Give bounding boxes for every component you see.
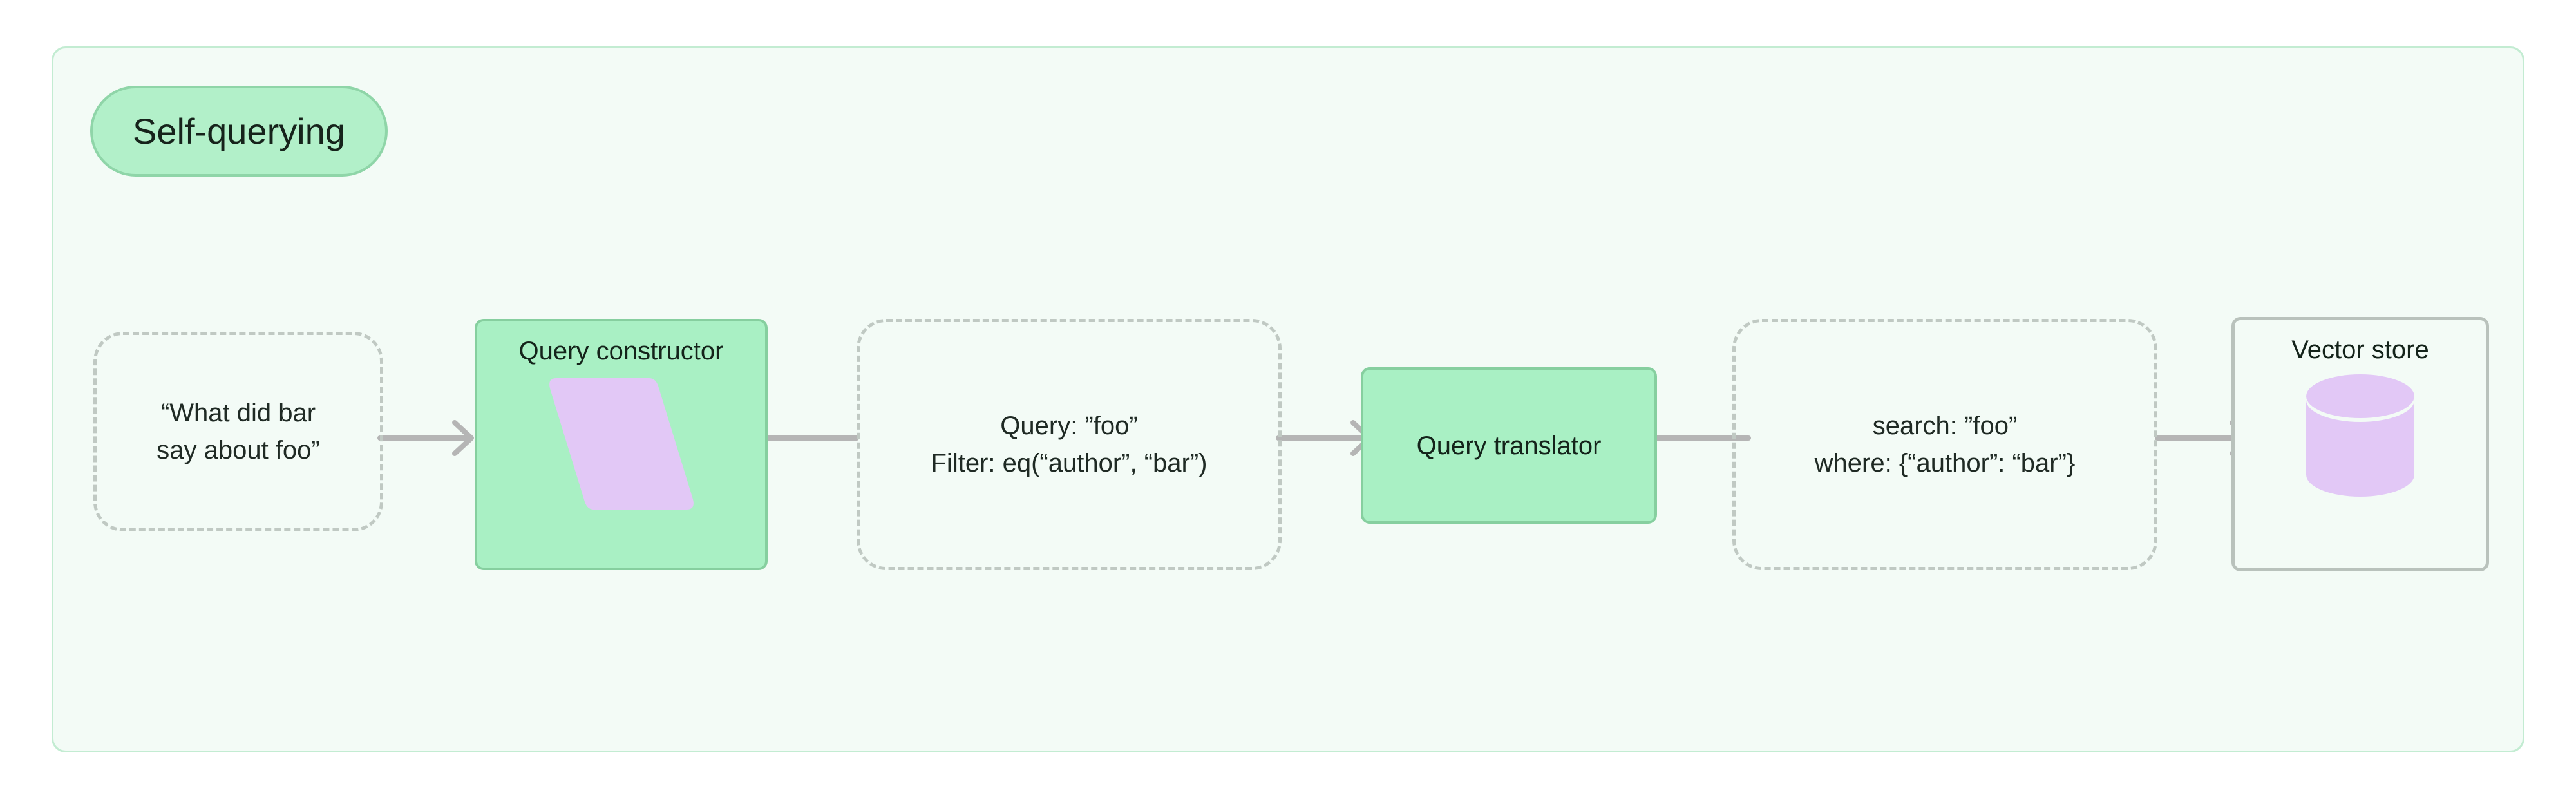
node-structured-query-line2: Filter: eq(“author”, “bar”) <box>931 449 1208 477</box>
node-query-translator-title: Query translator <box>1416 431 1602 460</box>
subgraph-title-badge: Self-querying <box>90 86 388 177</box>
node-vector-store-title: Vector store <box>2291 336 2429 364</box>
subgraph-title-label: Self-querying <box>133 110 345 151</box>
edge-user-query-to-query-constructor <box>377 420 474 456</box>
node-user-query-line1: “What did bar <box>160 399 316 427</box>
parallelogram-icon <box>549 378 694 510</box>
node-user-query-line2: say about foo” <box>156 436 320 464</box>
node-vector-store[interactable]: Vector store <box>2231 317 2489 571</box>
edge-query-constructor-to-structured-query <box>764 436 859 441</box>
database-cylinder-icon <box>2306 374 2414 497</box>
node-structured-query-line1: Query: ”foo” <box>1000 412 1138 440</box>
node-native-query-line2: where: {“author”: “bar”} <box>1814 449 2076 477</box>
node-query-constructor[interactable]: Query constructor <box>475 319 768 570</box>
node-structured-query[interactable]: Query: ”foo” Filter: eq(“author”, “bar”) <box>857 319 1282 570</box>
node-user-query[interactable]: “What did bar say about foo” <box>93 332 383 531</box>
node-native-query-line1: search: ”foo” <box>1872 412 2018 440</box>
subgraph-container <box>52 46 2524 752</box>
node-query-translator[interactable]: Query translator <box>1361 367 1657 524</box>
node-native-query[interactable]: search: ”foo” where: {“author”: “bar”} <box>1732 319 2157 570</box>
node-query-constructor-title: Query constructor <box>518 337 724 365</box>
